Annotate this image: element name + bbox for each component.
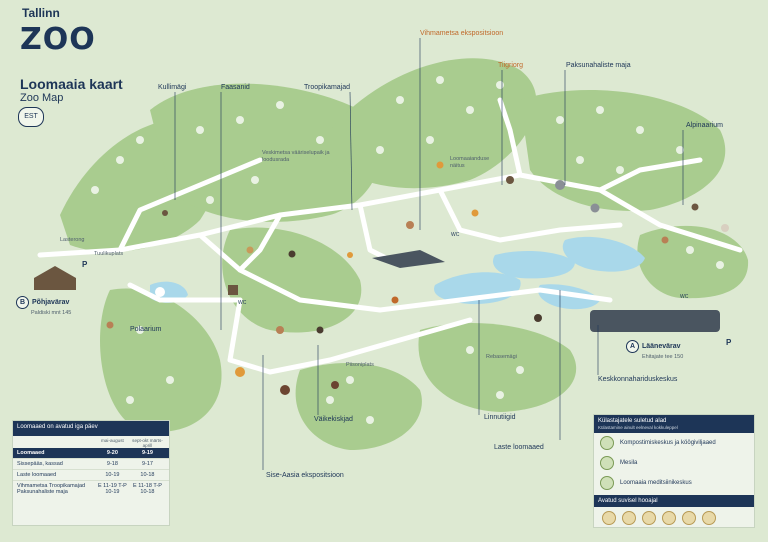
label-rebasemagi[interactable]: Rebasemägi	[486, 354, 517, 360]
label-linnutiigid[interactable]: Linnutiigid	[484, 414, 516, 421]
label-laste-loomaaed[interactable]: Laste loomaaed	[494, 444, 544, 451]
label-piisoniplats[interactable]: Piisoniplats	[346, 362, 374, 368]
label-paksunahaliste[interactable]: Paksunahaliste maja	[566, 62, 631, 69]
buildings	[34, 250, 720, 332]
closed-subheader: Külastamine ainult eelneval kokkuleppel	[598, 425, 678, 430]
map-title: Loomaaia kaart	[20, 76, 123, 92]
language-toggle-button[interactable]: EST	[18, 107, 44, 127]
bike-icon	[662, 511, 676, 525]
closed-areas-panel: Külastajatele suletud alad Külastamine a…	[593, 414, 755, 528]
trees	[91, 76, 724, 424]
map-subtitle: Zoo Map	[20, 92, 64, 104]
gate-east-name: Läänevärav	[642, 343, 681, 350]
walking-paths	[37, 97, 743, 375]
summer-icons	[594, 507, 754, 529]
gate-north-name: Põhjavärav	[32, 299, 70, 306]
label-lasterong[interactable]: Lasterong	[60, 237, 85, 243]
gate-east-address: Ehitajate tee 150	[642, 354, 684, 360]
food-icon	[622, 511, 636, 525]
gate-letter-b: B	[16, 296, 29, 309]
label-troopikamajad[interactable]: Troopikamajad	[304, 84, 351, 91]
wc-icon: WC	[680, 294, 689, 300]
bee-icon	[600, 456, 614, 470]
label-valikekiskjad[interactable]: Väikekiskjad	[314, 416, 353, 423]
gate-letter-a: A	[626, 340, 639, 353]
hours-row: Vihmametsa Troopikamajad Paksunahaliste …	[17, 483, 162, 495]
stroller-icon	[682, 511, 696, 525]
leader-lines	[174, 38, 684, 470]
parking-icon: P	[82, 260, 88, 269]
label-vihmametsa[interactable]: Vihmametsa ekspositsioon	[420, 30, 504, 37]
summer-header: Avatud suvisel hooajal	[594, 495, 754, 507]
compost-icon	[600, 436, 614, 450]
label-keskkonnaharidus[interactable]: Keskkonnahariduskeskus	[598, 376, 678, 383]
gate-north[interactable]: B Põhjavärav	[16, 296, 69, 309]
hours-header: Loomaaed on avatud iga päev	[13, 421, 169, 436]
label-sise-aasia[interactable]: Sise-Aasia ekspositsioon	[266, 472, 344, 479]
label-loomaaianduse[interactable]: Loomaaianduse näitus	[450, 156, 490, 169]
label-faasanid[interactable]: Faasanid	[221, 84, 250, 91]
animal-markers	[106, 161, 729, 395]
wc-icon: WC	[451, 232, 460, 238]
gate-east[interactable]: A Läänevärav	[626, 340, 681, 353]
parking-icon: P	[726, 338, 732, 347]
label-tiigriorg[interactable]: Tiigriorg	[498, 62, 524, 69]
logo-city-text: Tallinn	[22, 6, 60, 20]
hours-col-summer: mai-august	[101, 438, 124, 443]
wc-icon: WC	[238, 300, 247, 306]
gate-north-address: Paldiski mnt 145	[31, 310, 72, 316]
label-tuulikuplats[interactable]: Tuulikuplats	[94, 251, 124, 257]
label-polaarium[interactable]: Polaarium	[130, 326, 162, 333]
medical-icon	[600, 476, 614, 490]
gift-icon	[642, 511, 656, 525]
closed-item: Mesila	[594, 453, 754, 473]
closed-item: Kompostimiskeskus ja köögiviljaaed	[594, 433, 754, 453]
zoo-logo: ZOO	[20, 22, 96, 57]
closed-header: Külastajatele suletud alad Külastamine a…	[594, 415, 754, 433]
ponds	[150, 236, 645, 310]
closed-item: Loomaaia meditsiinikeskus	[594, 473, 754, 493]
playground-icon	[702, 511, 716, 525]
label-alpinaarium[interactable]: Alpinaarium	[686, 122, 723, 129]
hours-columns: mai-august sept-okt märts-aprill	[13, 436, 169, 448]
hours-col-spring: sept-okt märts-aprill	[132, 438, 163, 448]
label-veskimetsa[interactable]: Veskimetsa vääriselupaik ja loodusrada	[262, 150, 330, 163]
ice-cream-icon	[602, 511, 616, 525]
label-kullimagi[interactable]: Kullimägi	[158, 84, 187, 91]
opening-hours-panel: Loomaaed on avatud iga päev mai-august s…	[12, 420, 170, 526]
